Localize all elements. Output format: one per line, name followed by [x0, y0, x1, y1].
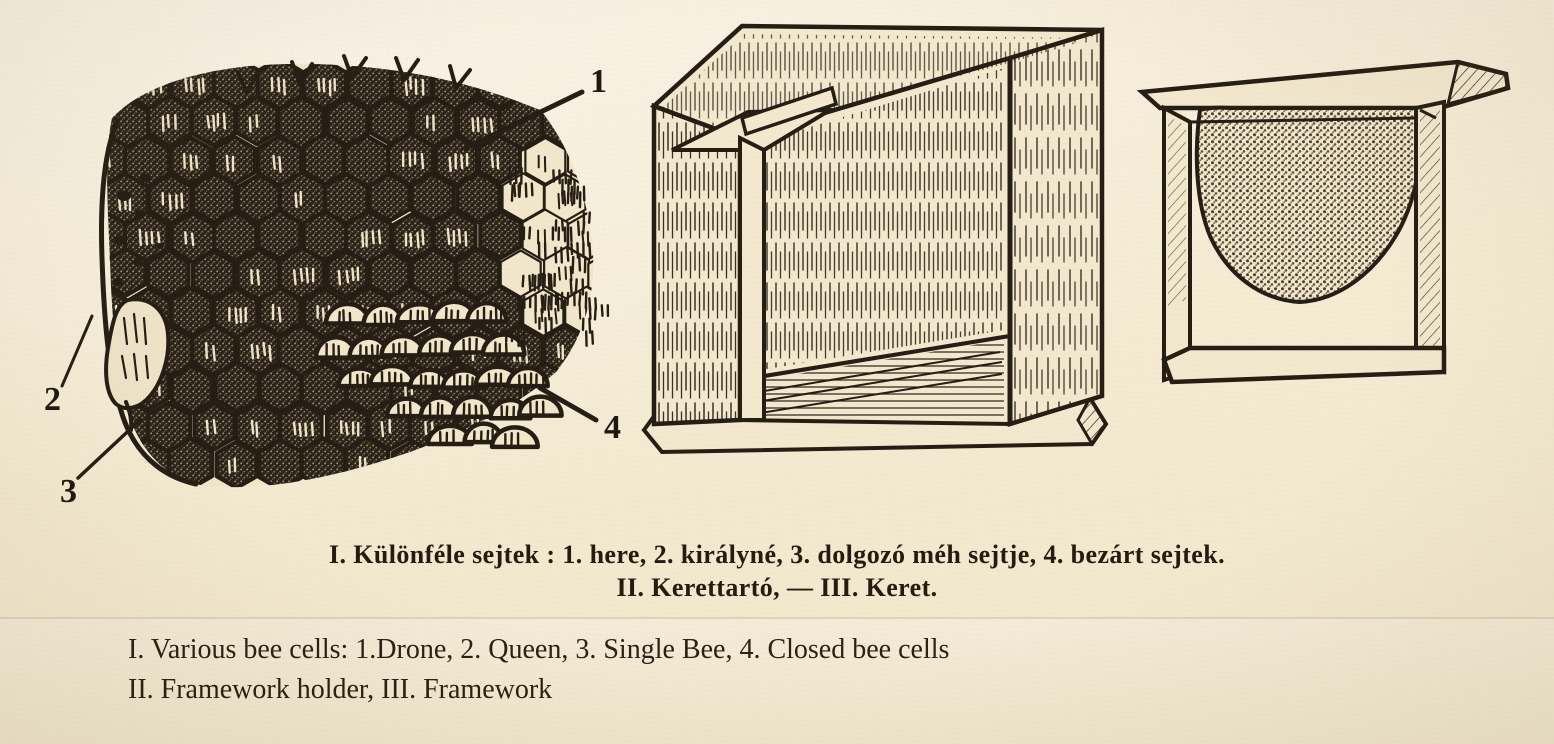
paper-lower-band: [0, 618, 1554, 744]
box-inner-rail-top: [739, 85, 839, 137]
queen-cell: [104, 297, 171, 432]
figure-frame: [1136, 59, 1511, 385]
caption-hungarian-line1: I. Különféle sejtek : 1. here, 2. király…: [328, 540, 1225, 569]
callout-leaders: [60, 89, 599, 480]
leader-line-2: [60, 314, 94, 388]
wax-flecks: [113, 174, 164, 286]
caption-hungarian: I. Különféle sejtek : 1. here, 2. király…: [0, 538, 1554, 605]
frame-inner-edges: [1188, 108, 1437, 348]
box-floor-perspective-lines: [741, 351, 1003, 417]
caption-english-line1: I. Various bee cells: 1.Drone, 2. Queen,…: [128, 634, 950, 665]
figure-frame-holder: [641, 23, 1109, 455]
drone-cell-rims: [236, 54, 472, 94]
empty-cells-right: [505, 167, 610, 348]
frame-bottom-bar: [1161, 345, 1447, 385]
caption-hungarian-line2: II. Kerettartó, — III. Keret.: [616, 573, 938, 603]
frame-comb: [1194, 105, 1424, 305]
callout-number-1: 1: [590, 63, 607, 100]
leader-line-1: [463, 89, 585, 151]
callout-number-4: 4: [604, 409, 621, 446]
figure-honeycomb: 1 2 3 4: [44, 54, 621, 510]
box-front-post: [738, 134, 766, 422]
frame-top-bar-end-hatch: [1445, 60, 1510, 107]
leader-line-4: [537, 385, 599, 423]
closed-cells-cluster: [313, 299, 564, 450]
callout-number-3: 3: [60, 473, 77, 510]
paper-seam-divider: [0, 617, 1554, 619]
comb-torn-left-edge: [99, 117, 199, 487]
box-base-end-hatch: [1076, 395, 1108, 447]
caption-english-line2: II. Framework holder, III. Framework: [128, 673, 553, 705]
callout-number-2: 2: [44, 381, 61, 418]
caption-english: I. Various bee cells: 1.Drone, 2. Queen,…: [128, 630, 1428, 710]
leader-line-3: [76, 418, 142, 480]
comb-cell-grid: [107, 63, 594, 488]
